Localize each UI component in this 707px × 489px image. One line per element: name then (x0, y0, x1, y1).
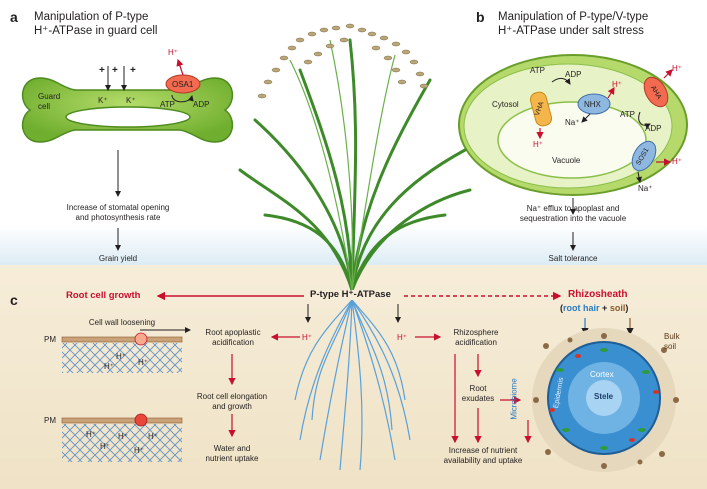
bulk-line2: soil (664, 342, 677, 351)
root-exudates: Root exudates (458, 384, 498, 404)
proton-wall-4: H⁺ (86, 430, 96, 439)
salt-tolerance-label: Salt tolerance (548, 254, 598, 263)
proton-wall-3: H⁺ (104, 362, 114, 371)
salt-outcome-line2: sequestration into the vacuole (519, 214, 627, 223)
guard-cell-shape (21, 77, 234, 143)
proton-wall-8: H⁺ (134, 446, 144, 455)
proton-center-right: H⁺ (397, 333, 407, 342)
root-cross-section (532, 328, 679, 472)
microbiome-label: Microbiome (509, 378, 519, 420)
k-ion-label-1: K⁺ (98, 96, 108, 105)
stomatal-outcome-line1: Increase of stomatal opening (66, 203, 170, 212)
root-hair-label: root hair (563, 303, 600, 313)
panel-b-title: Manipulation of P-type/V-type H⁺-ATPase … (498, 10, 648, 38)
nutrient-line2: availability and uptake (443, 456, 523, 465)
panel-a-letter: a (10, 9, 18, 25)
salt-outcome: Na⁺ efflux to apoplast and sequestration… (503, 204, 643, 224)
cell-wall-loosening-label: Cell wall loosening (88, 318, 156, 327)
cytosol-label: Cytosol (492, 100, 519, 109)
pm-label-top: PM (44, 335, 56, 344)
apoplastic-line2: acidification (212, 338, 254, 347)
exudates-line2: exudates (461, 394, 495, 403)
vacuole-label: Vacuole (552, 156, 581, 165)
bulk-soil-label: Bulk soil (664, 332, 680, 352)
panel-a-title: Manipulation of P-type H⁺-ATPase in guar… (34, 10, 157, 38)
proton-center-left: H⁺ (302, 333, 312, 342)
charge-plus-1: + (99, 65, 105, 76)
atp-label-a: ATP (160, 100, 175, 109)
rhizosheath-subtitle: (root hair + soil) (560, 303, 629, 313)
charge-plus-3: + (130, 65, 136, 76)
cell-wall-mesh-bottom (61, 413, 183, 462)
panel-a-title-line1: Manipulation of P-type (34, 11, 149, 23)
panel-b-title-line1: Manipulation of P-type/V-type (498, 11, 649, 23)
proton-label-b1: H⁺ (612, 80, 622, 89)
rhizo-line1: Rhizosphere (453, 328, 499, 337)
panel-a-title-line2: H⁺-ATPase in guard cell (34, 25, 158, 37)
nhx-transporter-icon (577, 93, 611, 115)
proton-wall-6: H⁺ (148, 432, 158, 441)
panel-b-letter: b (476, 9, 485, 25)
plus-sign: + (602, 303, 608, 313)
proton-label-b2: H⁺ (533, 140, 543, 149)
adp-label-b1: ADP (565, 70, 582, 79)
stomatal-outcome-line2: and photosynthesis rate (75, 213, 161, 222)
vha-transporter-icon (529, 91, 553, 127)
proton-wall-1: H⁺ (116, 352, 126, 361)
sodium-label-b2: Na⁺ (638, 184, 653, 193)
rhizosphere-acidification: Rhizosphere acidification (436, 328, 516, 348)
cell-wall-mesh-top (61, 332, 183, 373)
stele-label: Stele (594, 392, 614, 401)
rice-plant-illustration (238, 23, 472, 471)
panel-c-letter: c (10, 292, 18, 308)
sodium-label-b1: Na⁺ (565, 118, 580, 127)
uptake-line1: Water and (213, 444, 251, 453)
bulk-line1: Bulk (664, 332, 680, 341)
elongation-line2: and growth (212, 402, 252, 411)
sos1-transporter-icon (631, 140, 657, 172)
root-elongation: Root cell elongation and growth (182, 392, 282, 412)
charge-plus-2: + (112, 65, 118, 76)
vacuole-region (497, 101, 647, 179)
atp-label-b2: ATP (620, 110, 635, 119)
nhx-label: NHX (584, 100, 601, 109)
water-nutrient-uptake: Water and nutrient uptake (192, 444, 272, 464)
root-cell-growth-label: Root cell growth (66, 290, 141, 301)
center-atpase-label: P-type H⁺-ATPase (308, 289, 393, 300)
atp-label-b1: ATP (530, 66, 545, 75)
soil-label: soil (609, 303, 626, 313)
osa1-label: OSA1 (172, 80, 194, 89)
salt-outcome-line1: Na⁺ efflux to apoplast and (526, 204, 620, 213)
proton-wall-7: H⁺ (100, 442, 110, 451)
proton-wall-2: H⁺ (138, 358, 148, 367)
proton-wall-5: H⁺ (118, 432, 128, 441)
grain-yield-label: Grain yield (98, 254, 138, 263)
aha-pump-icon (643, 76, 669, 108)
nutrient-availability: Increase of nutrient availability and up… (428, 446, 538, 466)
panel-b-title-line2: H⁺-ATPase under salt stress (498, 25, 644, 37)
proton-label-a: H⁺ (168, 48, 178, 57)
guard-cell-label: Guard cell (38, 92, 61, 111)
exudates-line1: Root (469, 384, 487, 393)
apoplastic-line1: Root apoplastic (205, 328, 261, 337)
rhizosheath-label: Rhizosheath (568, 289, 628, 300)
elongation-line1: Root cell elongation (196, 392, 268, 401)
stomatal-outcome: Increase of stomatal opening and photosy… (48, 203, 188, 223)
nutrient-line1: Increase of nutrient (448, 446, 518, 455)
pm-label-bottom: PM (44, 416, 56, 425)
adp-label-b2: ADP (645, 124, 662, 133)
cortex-label: Cortex (590, 370, 614, 379)
apoplastic-acidification: Root apoplastic acidification (188, 328, 278, 348)
rhizo-line2: acidification (455, 338, 497, 347)
proton-label-b4: H⁺ (672, 157, 682, 166)
adp-label-a: ADP (193, 100, 210, 109)
proton-label-b3: H⁺ (672, 64, 682, 73)
uptake-line2: nutrient uptake (205, 454, 259, 463)
k-ion-label-2: K⁺ (126, 96, 136, 105)
